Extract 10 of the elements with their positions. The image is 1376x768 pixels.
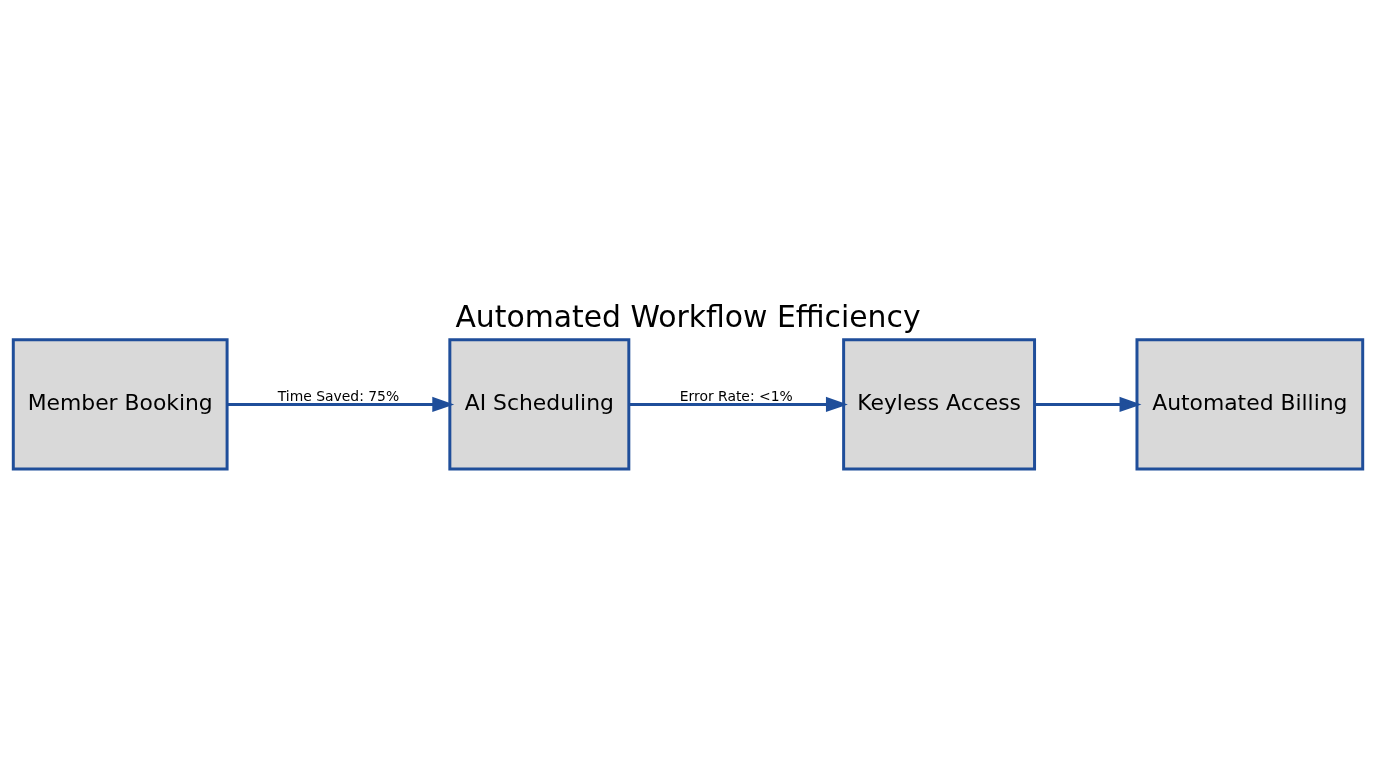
edge-label: Error Rate: <1% xyxy=(679,387,793,404)
arrow xyxy=(1034,396,1142,413)
node-box: AI Scheduling xyxy=(448,338,631,471)
arrow xyxy=(227,396,455,413)
node-box: Keyless Access xyxy=(842,338,1037,471)
node-box: Member Booking xyxy=(11,338,229,471)
arrow xyxy=(629,396,848,413)
node-box: Automated Billing xyxy=(1135,338,1365,471)
edge-label: Time Saved: 75% xyxy=(277,387,400,404)
diagram-title: Automated Workflow Efficiency xyxy=(455,298,921,334)
